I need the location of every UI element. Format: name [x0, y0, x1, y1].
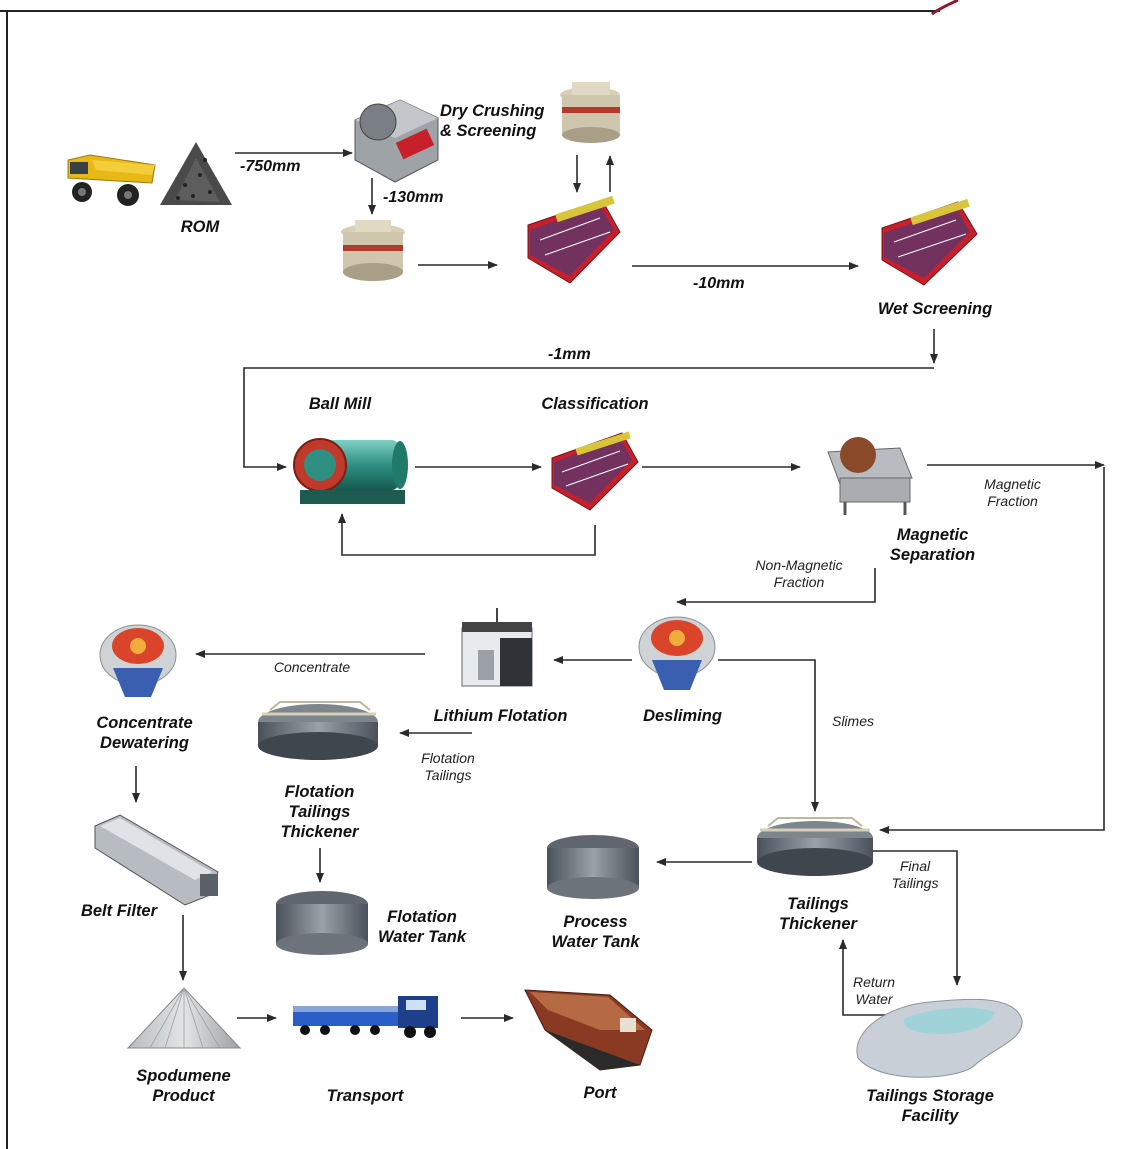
magnetic-separation-label: Magnetic Separation [889, 526, 976, 564]
return-water-flow-label: Return Water [852, 974, 896, 1007]
classification-screen-icon [551, 431, 639, 511]
haul-truck-icon [67, 154, 156, 206]
concentrate-dewatering-label: Concentrate Dewatering [96, 714, 193, 752]
classification-label: Classification [541, 395, 649, 413]
desliming-label: Desliming [643, 707, 722, 725]
size-750mm-label: -750mm [240, 158, 301, 175]
wet-screening-label: Wet Screening [877, 300, 993, 318]
process-water-tank-icon [547, 835, 639, 899]
non-magnetic-fraction-label: Non-Magnetic Fraction [755, 557, 843, 590]
lithium-flotation-label: Lithium Flotation [433, 707, 568, 725]
transport-label: Transport [326, 1087, 404, 1105]
tailings-thickener-label: Tailings Thickener [779, 895, 857, 933]
size-10mm-label: -10mm [693, 275, 745, 292]
arrow-magsep-to-desliming [676, 568, 876, 606]
road-train-icon [293, 996, 438, 1038]
ball-mill-icon [293, 438, 408, 504]
flotation-cell-icon [461, 608, 533, 687]
concentrate-dewatering-icon [99, 624, 177, 697]
process-water-tank-label: Process Water Tank [551, 913, 640, 951]
flotation-tailings-thickener-icon [258, 701, 378, 760]
ship-icon [524, 989, 653, 1071]
tailings-storage-label: Tailings Storage Facility [866, 1087, 994, 1125]
belt-filter-label: Belt Filter [80, 902, 158, 920]
arrow-class-to-ballmill [338, 513, 596, 556]
wet-screen-icon [881, 198, 978, 286]
flow-arrows [132, 149, 1105, 1022]
magnetic-fraction-label: Magnetic Fraction [984, 476, 1041, 509]
concentrate-flow-label: Concentrate [273, 659, 351, 675]
spodumene-product-label: Spodumene Product [136, 1067, 231, 1105]
arrow-slimes-to-tailings [718, 659, 819, 812]
arrow-return-water [839, 939, 900, 1016]
tailings-storage-icon [856, 998, 1023, 1078]
tailings-thickener-icon [757, 817, 873, 876]
size-1mm-label: -1mm [548, 346, 591, 363]
port-label: Port [583, 1084, 617, 1102]
flotation-tailings-flow-label: Flotation Tailings [421, 750, 475, 783]
dry-crushing-label: Dry Crushing & Screening [440, 102, 545, 140]
slimes-flow-label: Slimes [831, 713, 874, 729]
arrow-magfrac-to-tailings [879, 467, 1105, 834]
rom-pile-icon [160, 142, 232, 205]
flotation-water-tank-icon [276, 891, 368, 955]
dry-screen-icon [527, 195, 621, 284]
desliming-icon [638, 616, 716, 690]
corner-swoosh [931, 0, 959, 16]
arrow-tailings-to-tsf [868, 850, 961, 986]
jaw-crusher-icon [354, 99, 439, 183]
secondary-cone-crusher-icon [560, 82, 620, 143]
cone-crusher-icon [341, 220, 405, 281]
flotation-water-tank-label: Flotation Water Tank [377, 908, 467, 946]
flotation-tailings-thickener-label: Flotation Tailings Thickener [280, 783, 359, 841]
arrow-wet-to-ballmill [243, 367, 934, 471]
final-tailings-flow-label: Final Tailings [891, 858, 939, 891]
spodumene-pile-icon [126, 987, 242, 1049]
size-130mm-label: -130mm [383, 189, 444, 206]
rom-label: ROM [180, 218, 220, 236]
belt-filter-icon [94, 814, 219, 906]
magnetic-separator-icon [827, 437, 913, 515]
ball-mill-label: Ball Mill [308, 395, 372, 413]
